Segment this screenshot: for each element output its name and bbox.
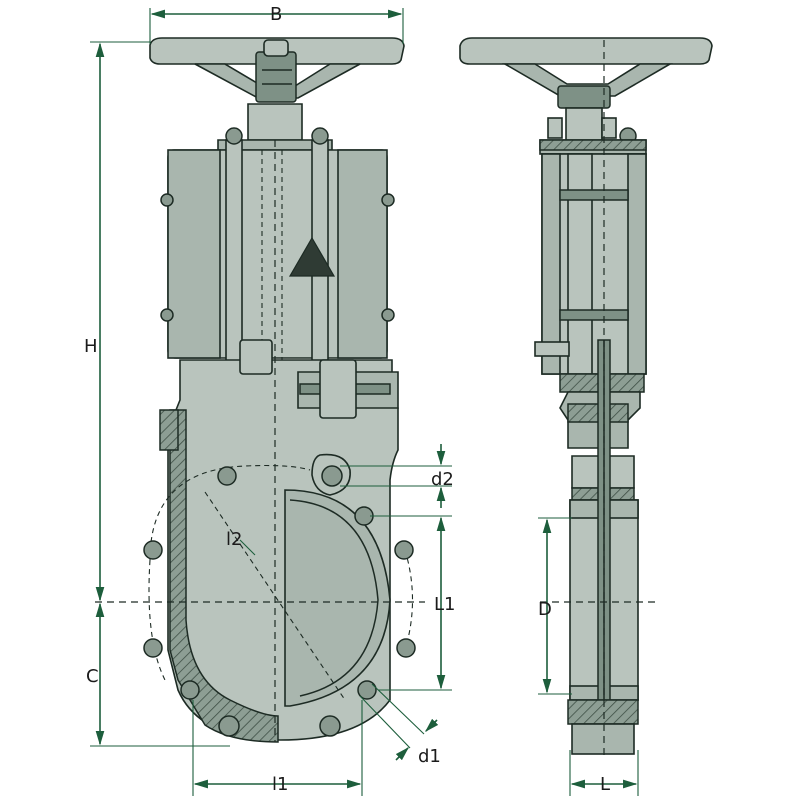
front-stem-nut [255, 51, 297, 103]
label-B: B [270, 4, 282, 25]
label-L1: L1 [434, 594, 455, 615]
warning-triangle-icon [288, 236, 336, 277]
label-d1: d1 [418, 746, 441, 767]
side-view [459, 37, 713, 760]
label-D: D [538, 599, 552, 620]
dimension-labels: B H C l2 d2 L1 d1 l1 D L [84, 4, 610, 795]
dimension-lines [90, 8, 639, 796]
label-L: L [600, 774, 610, 795]
label-d2: d2 [431, 469, 454, 490]
front-body-section [169, 409, 279, 743]
label-H: H [84, 336, 98, 357]
label-l2: l2 [226, 529, 242, 550]
label-l1: l1 [272, 774, 288, 795]
front-view [95, 37, 425, 743]
label-C: C [86, 666, 99, 687]
front-yoke-top [247, 103, 303, 141]
side-handwheel [459, 37, 713, 65]
